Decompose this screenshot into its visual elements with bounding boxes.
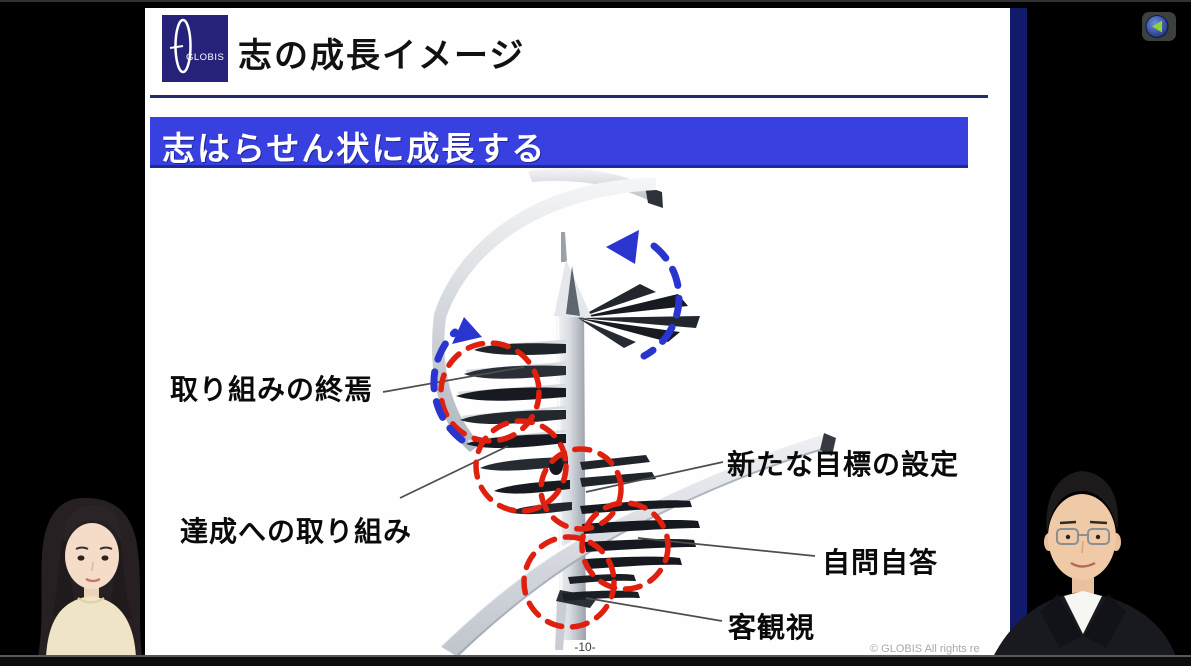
globis-logo: GLOBIS [162,15,228,82]
highlight-circle-4 [579,500,671,592]
back-button[interactable] [1142,12,1176,41]
rotation-arrow-left-icon [452,317,482,344]
player-bottom-bar [0,655,1191,666]
globis-logo-icon: GLOBIS [169,18,224,74]
header-divider [150,95,988,98]
highlight-circle-3 [538,446,624,532]
leader-line-new-goal [585,461,724,493]
highlight-circle-5 [521,534,617,630]
male-presenter [993,471,1176,657]
glasses-icon [1056,528,1110,545]
globis-logo-text: GLOBIS [186,52,224,63]
highlight-circle-1 [438,340,542,444]
presenter-left-webcam [38,497,142,657]
page-number: -10- [574,640,596,654]
slide-title: 志の成長イメージ [238,37,526,75]
diagram-label-objective-view: 客観視 [728,612,816,643]
diagram-label-new-goal: 新たな目標の設定 [727,449,960,480]
back-arrow-icon [1145,15,1169,38]
presenter-right-webcam [993,471,1176,657]
diagram-label-self-questioning: 自問自答 [822,547,939,578]
leader-line-end-of-effort [382,366,525,393]
female-presenter [38,497,142,657]
rotation-arrow-top-icon [606,230,639,264]
rotation-arc-left [430,328,466,444]
spiral-diagram [382,168,836,657]
diagram-label-end-of-effort: 取り組みの終焉 [170,374,374,405]
leader-line-objective-view [585,597,723,622]
slide-right-stripe [1010,8,1027,657]
highlight-circle-2 [473,418,569,514]
rotation-arc-top [640,242,683,360]
diagram-label-effort-to-achieve: 達成への取り組み [180,516,413,547]
presentation-slide: GLOBIS 志の成長イメージ 志はらせん状に成長する [145,8,1010,657]
section-banner-text: 志はらせん状に成長する [162,130,547,167]
copyright-notice: © GLOBIS All rights re [870,643,980,655]
section-banner: 志はらせん状に成長する [150,117,968,168]
leader-line-effort-to-achieve [399,445,509,499]
